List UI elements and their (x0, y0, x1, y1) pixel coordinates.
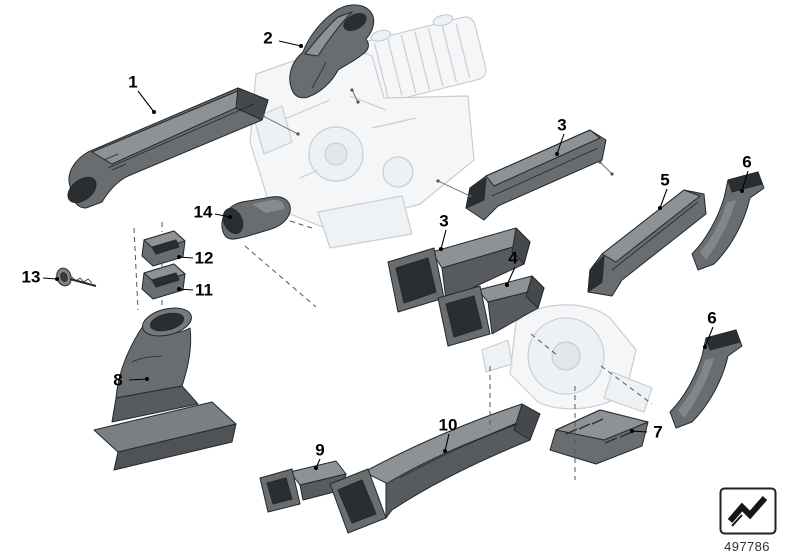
part-13-fastener (56, 267, 97, 288)
construction-lines (133, 220, 653, 480)
callout-8[interactable]: 8 (113, 370, 123, 390)
part-3-duct-center (387, 227, 531, 313)
document-number: 497786 (724, 539, 770, 554)
callout-12[interactable]: 12 (194, 248, 214, 268)
callout-6-upper[interactable]: 6 (742, 152, 752, 172)
part-6-duct-upper (691, 171, 765, 271)
callout-7[interactable]: 7 (653, 422, 663, 442)
callout-5[interactable]: 5 (660, 170, 670, 190)
leader-dots (55, 44, 744, 470)
callout-14[interactable]: 14 (193, 202, 213, 222)
part-2-duct (289, 4, 375, 99)
part-11-vent (141, 263, 186, 300)
brand-stamp (719, 487, 777, 535)
callout-4[interactable]: 4 (508, 248, 518, 268)
part-1-duct (67, 87, 269, 209)
callout-6-lower[interactable]: 6 (707, 308, 717, 328)
part-4-duct (437, 275, 545, 347)
callout-3-center[interactable]: 3 (439, 211, 449, 231)
part-9-duct (259, 460, 347, 513)
callout-9[interactable]: 9 (315, 440, 325, 460)
assembly-connectors (262, 89, 613, 197)
part-10-duct (329, 403, 541, 534)
callout-10[interactable]: 10 (438, 415, 458, 435)
callout-2[interactable]: 2 (263, 28, 273, 48)
part-12-vent (141, 230, 186, 267)
part-5-duct (587, 189, 707, 297)
callout-13[interactable]: 13 (21, 267, 41, 287)
part-6-duct-lower (669, 329, 743, 429)
part-7-bracket (549, 409, 649, 465)
part-14-duct (221, 196, 291, 240)
zigzag-ribbon-icon (719, 487, 777, 535)
callout-3-upper[interactable]: 3 (557, 115, 567, 135)
leader-lines (42, 40, 749, 469)
part-3-duct-right (465, 129, 607, 221)
callout-1[interactable]: 1 (128, 72, 138, 92)
rear-blower-sketch (481, 304, 653, 413)
assembly-connector-dots (261, 88, 614, 198)
callout-11[interactable]: 11 (195, 280, 213, 300)
